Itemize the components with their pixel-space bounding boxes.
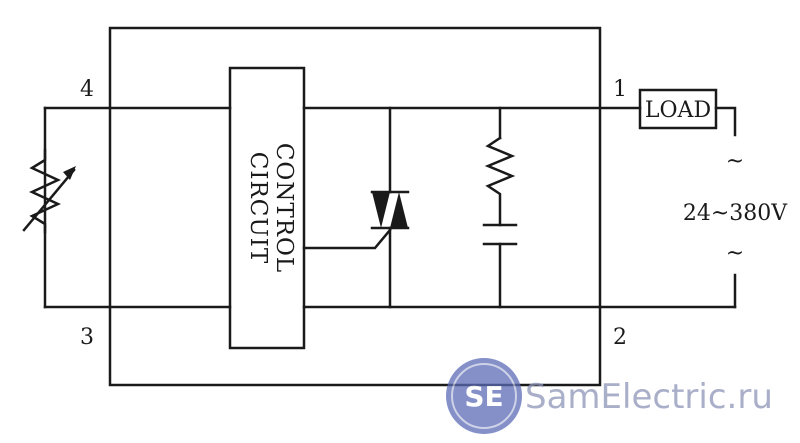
control-label-line1: CONTROL	[271, 143, 297, 273]
watermark-logo-ring	[451, 363, 517, 429]
supply-voltage-label: 24~380V	[683, 201, 788, 226]
watermark-logo-icon	[446, 358, 522, 434]
control-circuit-block	[228, 66, 306, 350]
load-wire-right	[714, 106, 737, 137]
ac-symbol-bottom: ~	[726, 241, 744, 266]
watermark: SE SamElectric.ru	[446, 358, 773, 434]
ac-symbol-top: ~	[726, 149, 744, 174]
variable-resistor-arrowhead-icon	[63, 166, 76, 180]
variable-resistor-arrow	[22, 168, 76, 232]
load-label: LOAD	[645, 98, 711, 123]
watermark-logo-letters: SE	[464, 380, 503, 413]
control-label-line2: CIRCUIT	[245, 152, 271, 264]
snubber-resistor-icon	[484, 136, 516, 227]
watermark-site-text: SamElectric.ru	[525, 377, 773, 417]
terminal-3-label: 3	[80, 325, 94, 350]
triac-gate-wire	[302, 228, 392, 250]
relay-housing	[108, 26, 602, 387]
variable-resistor-icon	[29, 148, 61, 234]
terminal-2-label: 2	[613, 325, 627, 350]
terminal-1-label: 1	[613, 77, 627, 102]
triac-icon-left	[372, 192, 390, 228]
triac-icon-right	[390, 192, 408, 228]
terminal-4-label: 4	[80, 77, 94, 102]
